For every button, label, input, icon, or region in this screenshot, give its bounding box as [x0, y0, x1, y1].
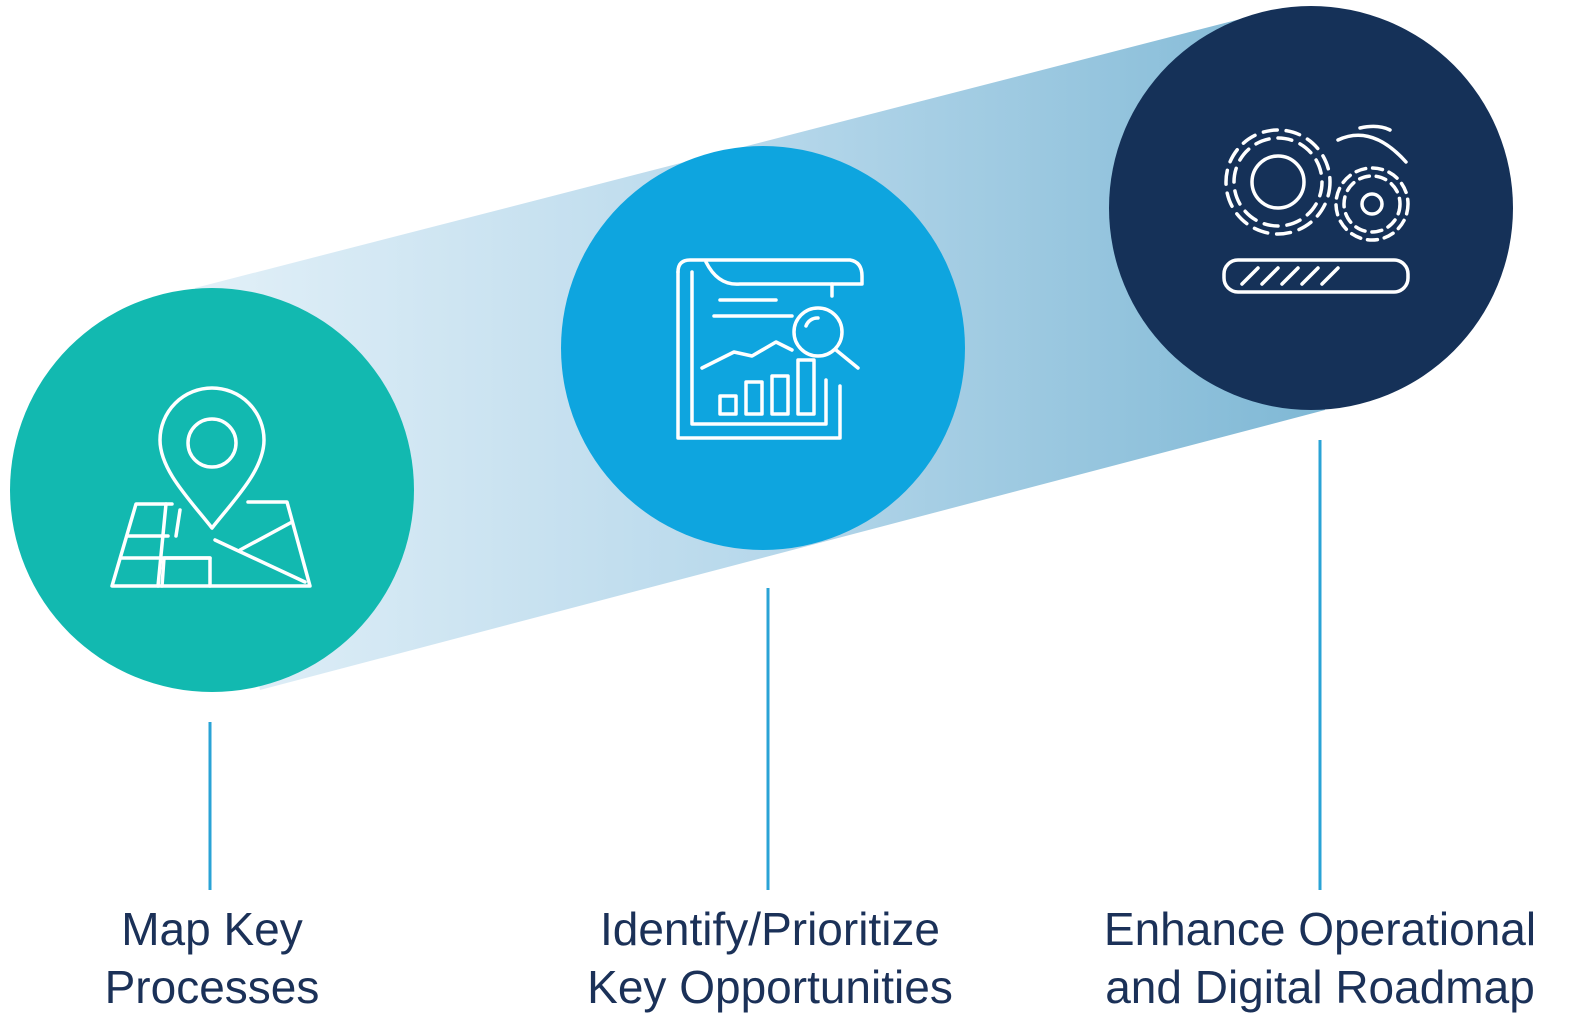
step-3-label: Enhance Operational and Digital Roadmap — [1060, 900, 1580, 1016]
step-1-label-line-2: Processes — [104, 961, 320, 1013]
report-analysis-icon — [676, 258, 864, 440]
map-pin-icon — [110, 386, 312, 588]
step-2-label-line-1: Identify/Prioritize — [599, 903, 940, 955]
gears-progress-icon — [1222, 124, 1410, 294]
step-3-label-line-1: Enhance Operational — [1103, 903, 1537, 955]
step-1-circle — [10, 288, 414, 692]
step-1-label: Map Key Processes — [10, 900, 414, 1016]
step-3-label-line-2: and Digital Roadmap — [1105, 961, 1535, 1013]
step-1-label-line-1: Map Key — [121, 903, 303, 955]
step-2-label-line-2: Key Opportunities — [587, 961, 953, 1013]
step-3-circle — [1109, 6, 1513, 410]
step-2-label: Identify/Prioritize Key Opportunities — [520, 900, 1020, 1016]
